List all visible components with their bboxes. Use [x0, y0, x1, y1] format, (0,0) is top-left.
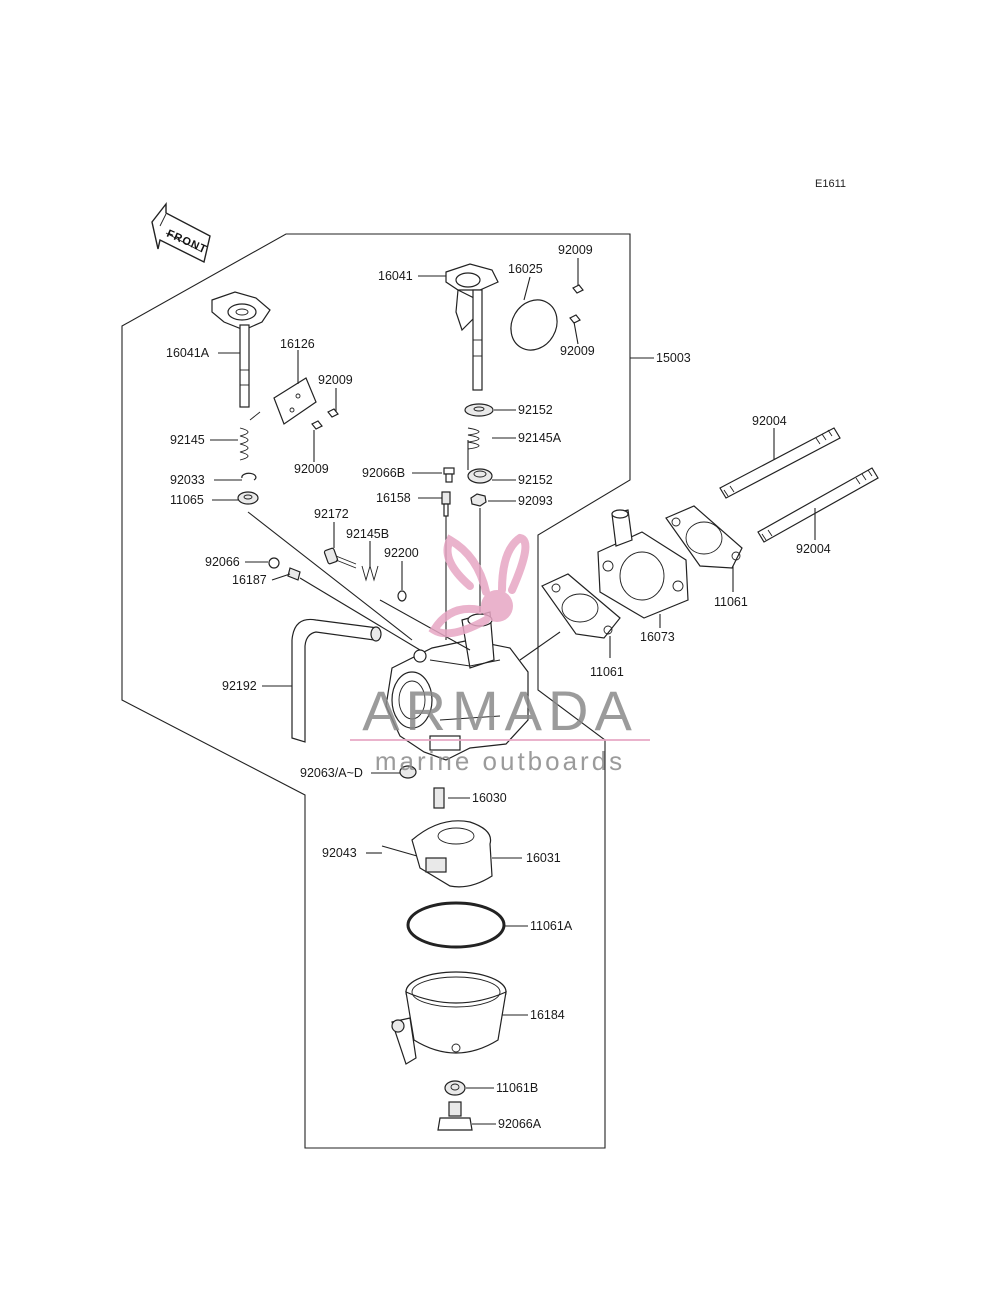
seal-11065 — [237, 491, 259, 505]
label-92066: 92066 — [205, 555, 240, 569]
label-92004-b: 92004 — [796, 542, 831, 556]
main-jet-16030 — [433, 787, 445, 809]
stud-92004-upper — [719, 427, 841, 499]
label-92063: 92063/A~D — [300, 766, 363, 780]
label-16158: 16158 — [376, 491, 411, 505]
label-16187: 16187 — [232, 573, 267, 587]
label-15003: 15003 — [656, 351, 691, 365]
armada-logo-icon — [428, 533, 530, 638]
jet-16158 — [441, 491, 451, 517]
label-11061A: 11061A — [530, 919, 573, 933]
screw-92066B — [443, 467, 455, 483]
throttle-valve-16126 — [273, 377, 317, 425]
label-92200: 92200 — [384, 546, 419, 560]
label-92033: 92033 — [170, 473, 205, 487]
assembly-frame — [121, 233, 631, 1149]
watermark-name: ARMADA — [362, 679, 638, 742]
o-ring-11061A — [406, 901, 506, 949]
spacer-16073 — [597, 509, 689, 619]
label-92152-a: 92152 — [518, 403, 553, 417]
label-16041A: 16041A — [166, 346, 210, 360]
spring-92145A — [467, 427, 480, 450]
label-92009-a: 92009 — [558, 243, 593, 257]
screw-92172 — [323, 547, 357, 569]
label-11065: 11065 — [170, 493, 204, 507]
label-16030: 16030 — [472, 791, 507, 805]
armada-watermark: ARMADA marine outboards — [350, 533, 650, 776]
gasket-11061-left — [541, 573, 621, 639]
washer-11061B — [444, 1080, 466, 1096]
gasket-11061-right — [665, 505, 743, 569]
tube-92192 — [291, 618, 382, 743]
part-labels: 16041 16025 92009 92009 15003 16041A 161… — [166, 243, 831, 1131]
bolt-92066A — [437, 1101, 473, 1131]
spring-92145 — [239, 411, 261, 461]
float-16031 — [411, 820, 493, 888]
screw-icon — [569, 284, 584, 324]
label-16184: 16184 — [530, 1008, 565, 1022]
label-11061-b: 11061 — [714, 595, 748, 609]
label-92043: 92043 — [322, 846, 357, 860]
throttle-shaft-16041A — [211, 291, 271, 408]
screw-92063 — [399, 765, 417, 779]
label-16126: 16126 — [280, 337, 315, 351]
washer-92152-bottom — [467, 468, 493, 484]
screw-icon — [311, 408, 339, 430]
label-16073: 16073 — [640, 630, 675, 644]
label-92172: 92172 — [314, 507, 349, 521]
label-92093: 92093 — [518, 494, 553, 508]
spring-92145B — [361, 564, 379, 582]
label-92066A: 92066A — [498, 1117, 542, 1131]
label-11061-a: 11061 — [590, 665, 624, 679]
leader-lines — [210, 258, 816, 1125]
label-92152-b: 92152 — [518, 473, 553, 487]
float-bowl-16184 — [391, 971, 507, 1065]
stud-92004-lower — [757, 467, 879, 543]
clip-92033 — [241, 472, 257, 481]
label-92009-c: 92009 — [318, 373, 353, 387]
label-11061B: 11061B — [496, 1081, 538, 1095]
figure-code: E1611 — [815, 178, 846, 190]
nut-92093 — [470, 493, 487, 507]
o-ring-92200 — [397, 590, 407, 602]
label-92004-a: 92004 — [752, 414, 787, 428]
choke-shaft-16041 — [445, 263, 499, 391]
label-16025: 16025 — [508, 262, 543, 276]
label-92145A: 92145A — [518, 431, 562, 445]
choke-valve-16025 — [510, 299, 558, 351]
label-16041: 16041 — [378, 269, 413, 283]
label-92009-b: 92009 — [560, 344, 595, 358]
screw-16187 — [287, 567, 301, 581]
o-ring-92066 — [268, 557, 280, 569]
label-92009-d: 92009 — [294, 462, 329, 476]
label-92145B: 92145B — [346, 527, 389, 541]
front-arrow-icon: FRONT — [151, 201, 211, 264]
watermark-tagline: marine outboards — [375, 746, 625, 776]
label-16031: 16031 — [526, 851, 561, 865]
label-92145: 92145 — [170, 433, 205, 447]
label-92066B: 92066B — [362, 466, 405, 480]
washer-92152-top — [464, 403, 494, 417]
label-92192: 92192 — [222, 679, 257, 693]
